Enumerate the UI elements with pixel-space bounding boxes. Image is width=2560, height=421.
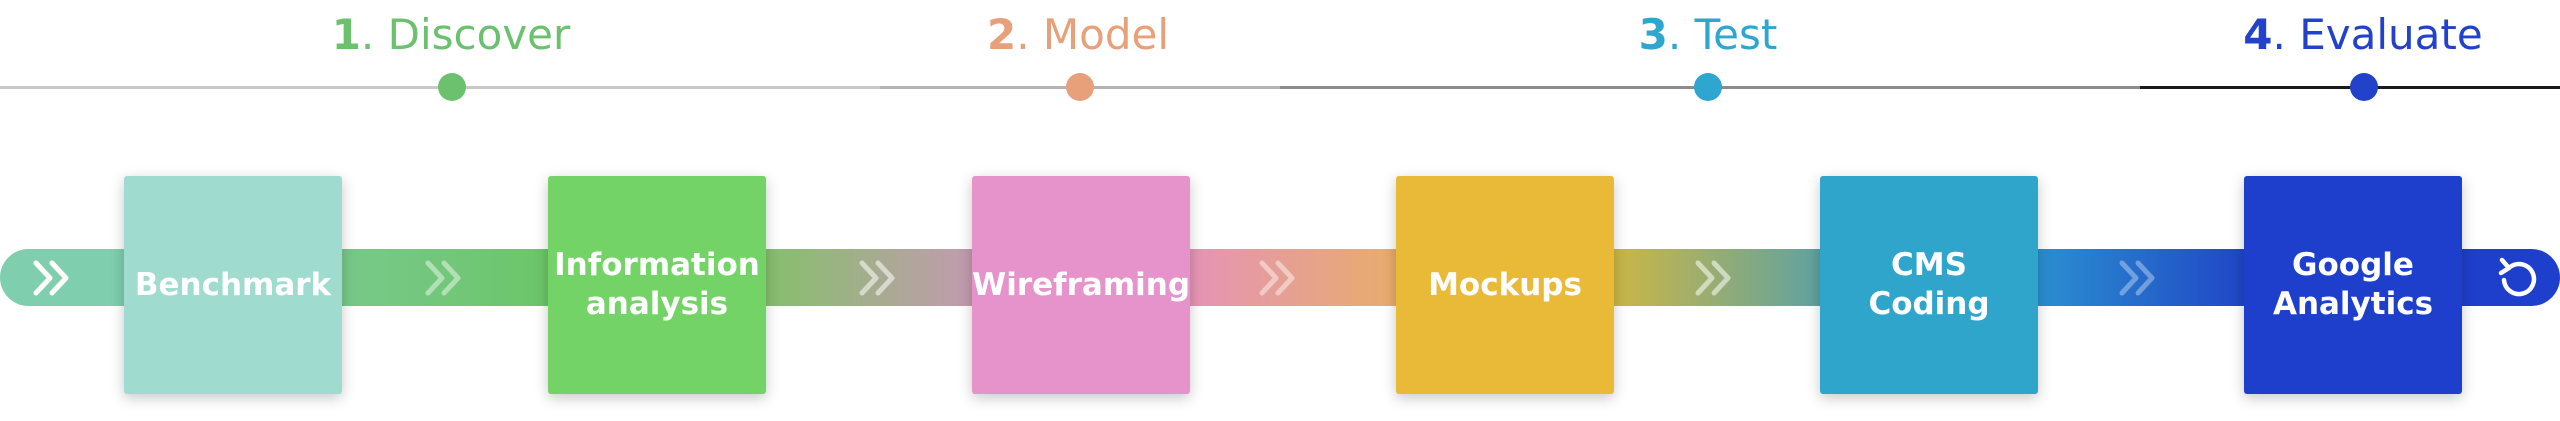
restart-icon [2498,257,2537,297]
band-connector-3 [1190,249,1398,306]
step-label: Google Analytics [2272,247,2434,322]
band-end-cap [2458,249,2560,306]
phase-separator: . [1667,10,1682,59]
step-box-google-analytics: Google Analytics [2244,176,2462,394]
phase-title: Discover [387,10,571,59]
phase-number: 2 [986,10,1017,59]
double-chevron-right-icon [425,260,461,296]
step-label: CMS Coding [1868,247,1990,322]
band-connector-4 [1614,249,1822,306]
double-chevron-right-icon [1695,260,1731,296]
double-chevron-right-icon [33,260,69,296]
phase-separator: . [1016,10,1030,59]
step-box-mockups: Mockups [1396,176,1614,394]
step-label: Benchmark [134,266,332,303]
phase-dot-model [1066,73,1094,101]
phase-label-discover: 1. Discover [332,8,571,62]
phase-title: Model [1042,10,1170,59]
band-connector-2 [766,249,974,306]
phase-number: 4 [2243,10,2273,59]
phase-label-evaluate: 4. Evaluate [2243,8,2482,62]
phase-title: Evaluate [2299,10,2483,59]
phase-title: Test [1694,10,1778,59]
band-connector-1 [342,249,550,306]
step-box-information-analysis: Information analysis [548,176,766,394]
phase-separator: . [2272,10,2286,59]
phase-number: 1 [331,10,361,59]
step-box-cms-coding: CMS Coding [1820,176,2038,394]
phase-dot-evaluate [2350,73,2378,101]
phase-separator: . [360,10,375,59]
step-box-wireframing: Wireframing [972,176,1190,394]
phase-number: 3 [1638,10,1668,59]
double-chevron-right-icon [859,260,895,296]
step-label: Information analysis [554,247,760,322]
step-box-benchmark: Benchmark [124,176,342,394]
phase-label-test: 3. Test [1639,8,1778,62]
phase-dot-test [1694,73,1722,101]
phase-dot-discover [438,73,466,101]
step-label: Mockups [1428,266,1582,303]
band-connector-5 [2038,249,2246,306]
double-chevron-right-icon [2119,260,2155,296]
double-chevron-right-icon [1259,260,1295,296]
step-label: Wireframing [972,266,1191,303]
phase-label-model: 2. Model [987,8,1169,62]
